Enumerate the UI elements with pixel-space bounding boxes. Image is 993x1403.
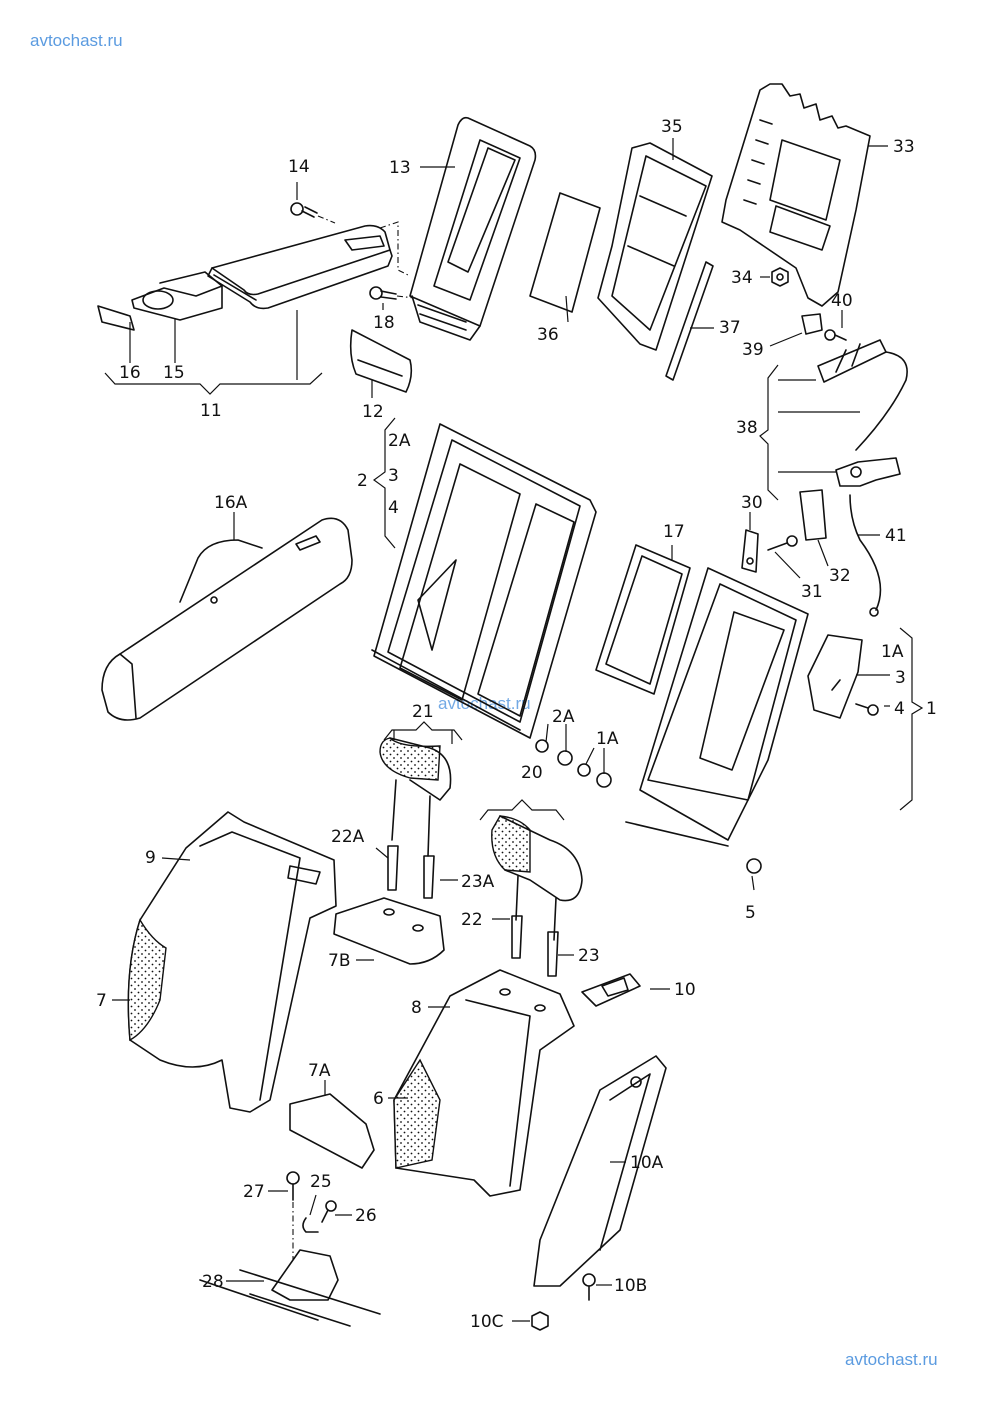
callout-1A: 1A — [881, 642, 904, 662]
callout-2A-lower: 2A — [552, 707, 575, 727]
callout-11: 11 — [200, 401, 222, 421]
panel-36[interactable] — [529, 192, 601, 313]
callout-17: 17 — [663, 522, 685, 542]
callout-16: 16 — [119, 363, 141, 383]
side-trim-10A[interactable] — [533, 1055, 667, 1287]
callout-40: 40 — [831, 291, 853, 311]
callout-20: 20 — [521, 763, 543, 783]
callout-9: 9 — [145, 848, 156, 868]
backrest-frame-1[interactable] — [625, 567, 809, 847]
bolt-14[interactable] — [290, 202, 336, 224]
callout-labels: 14 13 35 33 34 40 39 37 36 18 16 15 11 1… — [96, 117, 937, 1332]
callout-34: 34 — [731, 268, 753, 288]
callout-16A: 16A — [214, 493, 248, 513]
clip-25[interactable] — [302, 1217, 319, 1233]
callout-36: 36 — [537, 325, 559, 345]
callout-22A: 22A — [331, 827, 365, 847]
callout-35: 35 — [661, 117, 683, 137]
trim-strip-37[interactable] — [665, 261, 714, 381]
callout-10C: 10C — [470, 1312, 504, 1332]
cover-32[interactable] — [799, 489, 827, 541]
callout-13: 13 — [389, 158, 411, 178]
callout-4-right: 4 — [894, 699, 905, 719]
callout-39: 39 — [742, 340, 764, 360]
lock-38[interactable] — [835, 457, 901, 487]
callout-1A-lower: 1A — [596, 729, 619, 749]
watermark-bottom[interactable]: avtochast.ru — [845, 1350, 938, 1369]
callout-33: 33 — [893, 137, 915, 157]
headrest-21[interactable] — [379, 737, 452, 857]
callout-2: 2 — [357, 471, 368, 491]
callout-4: 4 — [388, 498, 399, 518]
callout-14: 14 — [288, 157, 310, 177]
callout-26: 26 — [355, 1206, 377, 1226]
callout-15: 15 — [163, 363, 185, 383]
bracket-30[interactable] — [741, 529, 759, 573]
callout-10: 10 — [674, 980, 696, 1000]
callout-10A: 10A — [630, 1153, 664, 1173]
callout-12: 12 — [362, 402, 384, 422]
head-support-7B[interactable] — [333, 897, 445, 965]
callout-7: 7 — [96, 991, 107, 1011]
callout-7A: 7A — [308, 1061, 331, 1081]
callout-3: 3 — [388, 466, 399, 486]
cap-39[interactable] — [801, 313, 823, 335]
callout-23: 23 — [578, 946, 600, 966]
callout-10B: 10B — [614, 1276, 647, 1296]
mat-17[interactable] — [595, 544, 691, 695]
nut-10C[interactable] — [531, 1311, 549, 1331]
screw-10B[interactable] — [582, 1273, 596, 1301]
armrest-housing[interactable] — [409, 116, 537, 341]
callout-23A: 23A — [461, 872, 495, 892]
trim-cover-12[interactable] — [349, 329, 413, 393]
callout-6: 6 — [373, 1089, 384, 1109]
cover-cap[interactable] — [97, 305, 135, 331]
callout-1: 1 — [926, 699, 937, 719]
callout-8: 8 — [411, 998, 422, 1018]
headrest-20[interactable] — [491, 815, 583, 941]
callout-30: 30 — [741, 493, 763, 513]
trim-7A[interactable] — [289, 1093, 375, 1169]
callout-37: 37 — [719, 318, 741, 338]
callout-27: 27 — [243, 1182, 265, 1202]
bolt-31[interactable] — [767, 535, 798, 551]
callout-7B: 7B — [328, 951, 350, 971]
screw-18[interactable] — [369, 286, 415, 300]
backrest-cover-9[interactable] — [127, 811, 337, 1113]
armrest-assembly[interactable] — [207, 224, 393, 310]
release-handle-38[interactable] — [817, 339, 887, 383]
callout-22: 22 — [461, 910, 483, 930]
callout-32: 32 — [829, 566, 851, 586]
nut-34[interactable] — [771, 267, 789, 287]
callout-2A: 2A — [388, 431, 411, 451]
backrest-cover-8[interactable] — [393, 969, 575, 1197]
screw-26[interactable] — [321, 1200, 337, 1223]
hinge-bracket-28[interactable] — [199, 1249, 381, 1327]
screw-27[interactable] — [286, 1171, 300, 1260]
callout-25: 25 — [310, 1172, 332, 1192]
watermark-top[interactable]: avtochast.ru — [30, 31, 123, 50]
latch-cover-3[interactable] — [807, 634, 863, 719]
cup-holder[interactable] — [131, 271, 223, 321]
callout-18: 18 — [373, 313, 395, 333]
callout-38: 38 — [736, 418, 758, 438]
callout-3-right: 3 — [895, 668, 906, 688]
backrest-shell-35[interactable] — [597, 142, 713, 351]
seat-frame-33[interactable] — [721, 83, 871, 307]
screw-4[interactable] — [855, 703, 879, 716]
bracket-10[interactable] — [581, 973, 641, 1007]
backrest-frame-2[interactable] — [371, 423, 597, 739]
callout-31: 31 — [801, 582, 823, 602]
guide-sleeves[interactable] — [387, 845, 559, 977]
armrest-16A[interactable] — [101, 517, 353, 721]
leader-lines — [104, 138, 924, 1322]
bolt-40[interactable] — [824, 329, 847, 341]
callout-28: 28 — [202, 1272, 224, 1292]
callout-41: 41 — [885, 526, 907, 546]
callout-21: 21 — [412, 702, 434, 722]
callout-5: 5 — [745, 903, 756, 923]
